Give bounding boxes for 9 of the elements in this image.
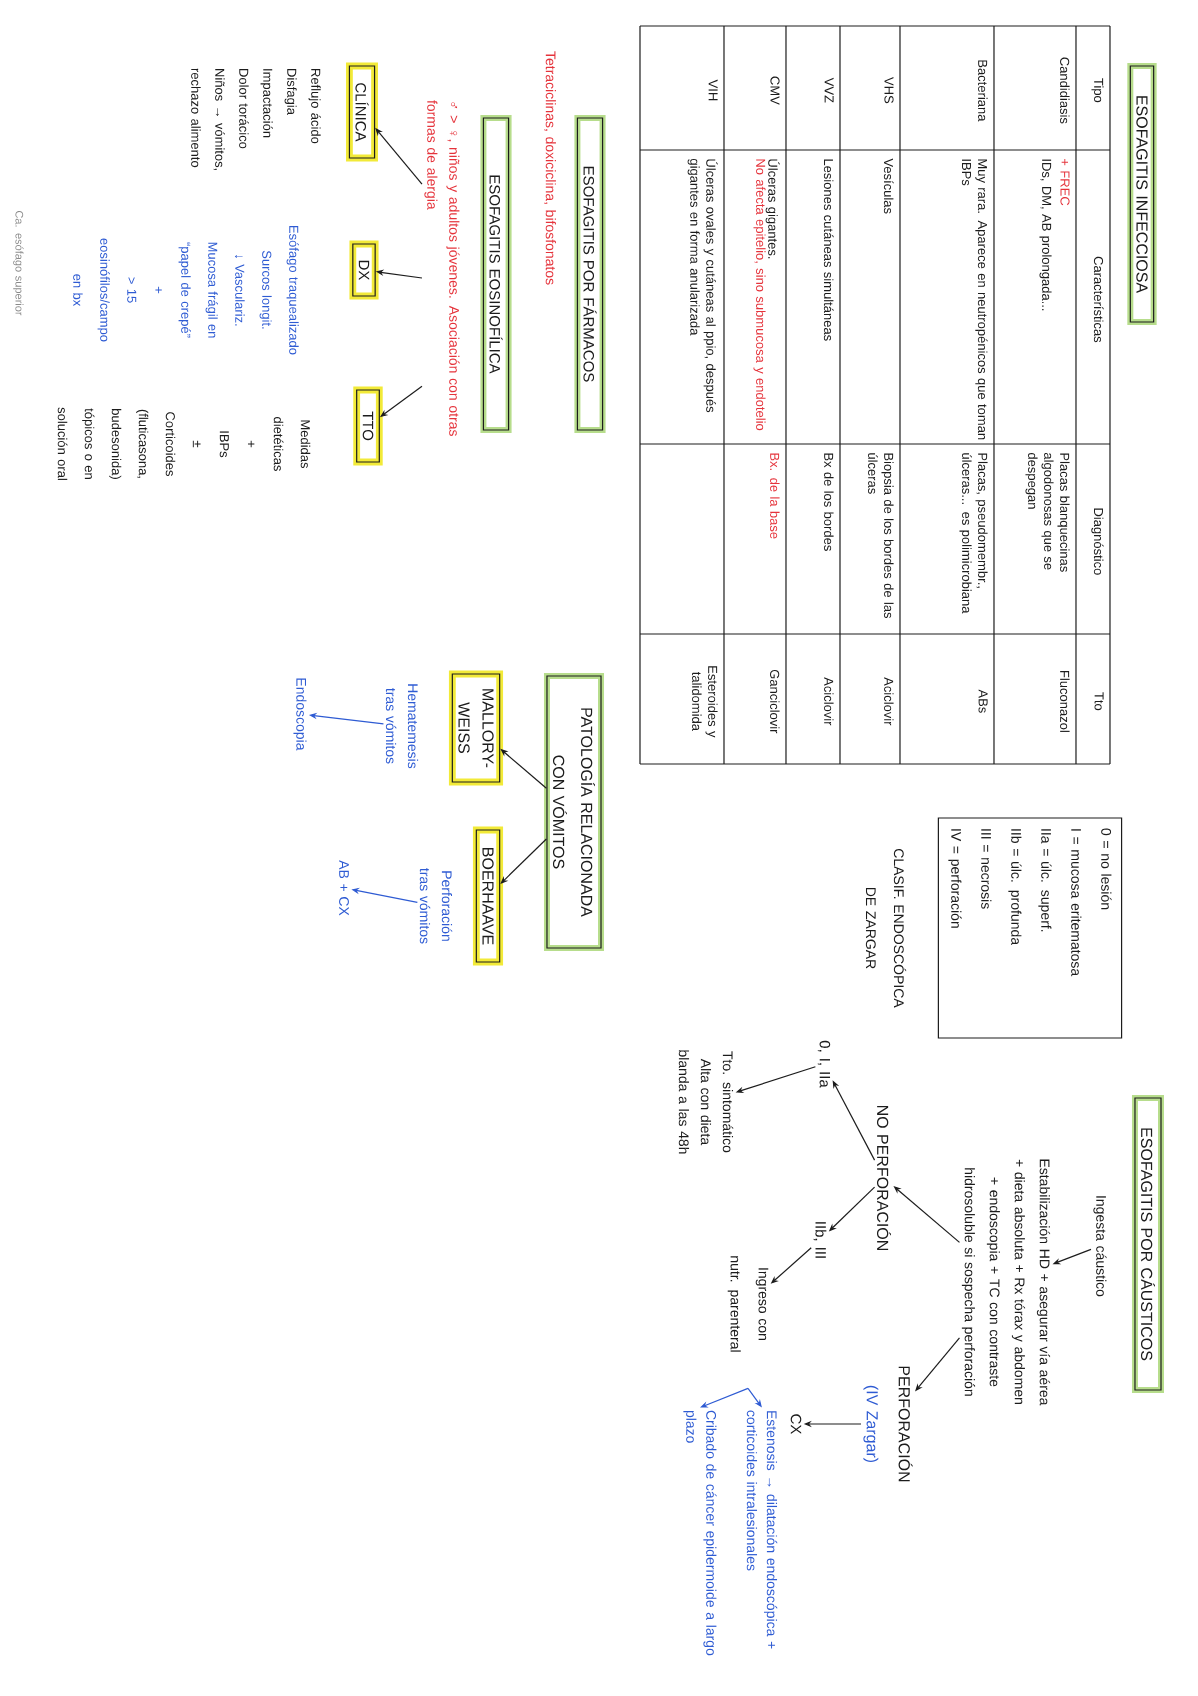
arrow [500,838,547,884]
flow-text: NO PERFORACIÓN [876,1105,891,1250]
title-box: ESOFAGITIS INFECCIOSA [1127,63,1157,325]
arrow [700,1387,749,1408]
title-box: ESOFAGITIS POR CÁUSTICOS [1131,1095,1164,1393]
title-box: PATOLOGÍA RELACIONADA CON VÓMITOS [544,673,604,951]
topic-box: BOERHAAVE [472,826,504,966]
topic-box: MALLORY-WEISS [448,670,504,786]
flow-text: PERFORACIÓN (IV Zargar) [863,1366,913,1482]
